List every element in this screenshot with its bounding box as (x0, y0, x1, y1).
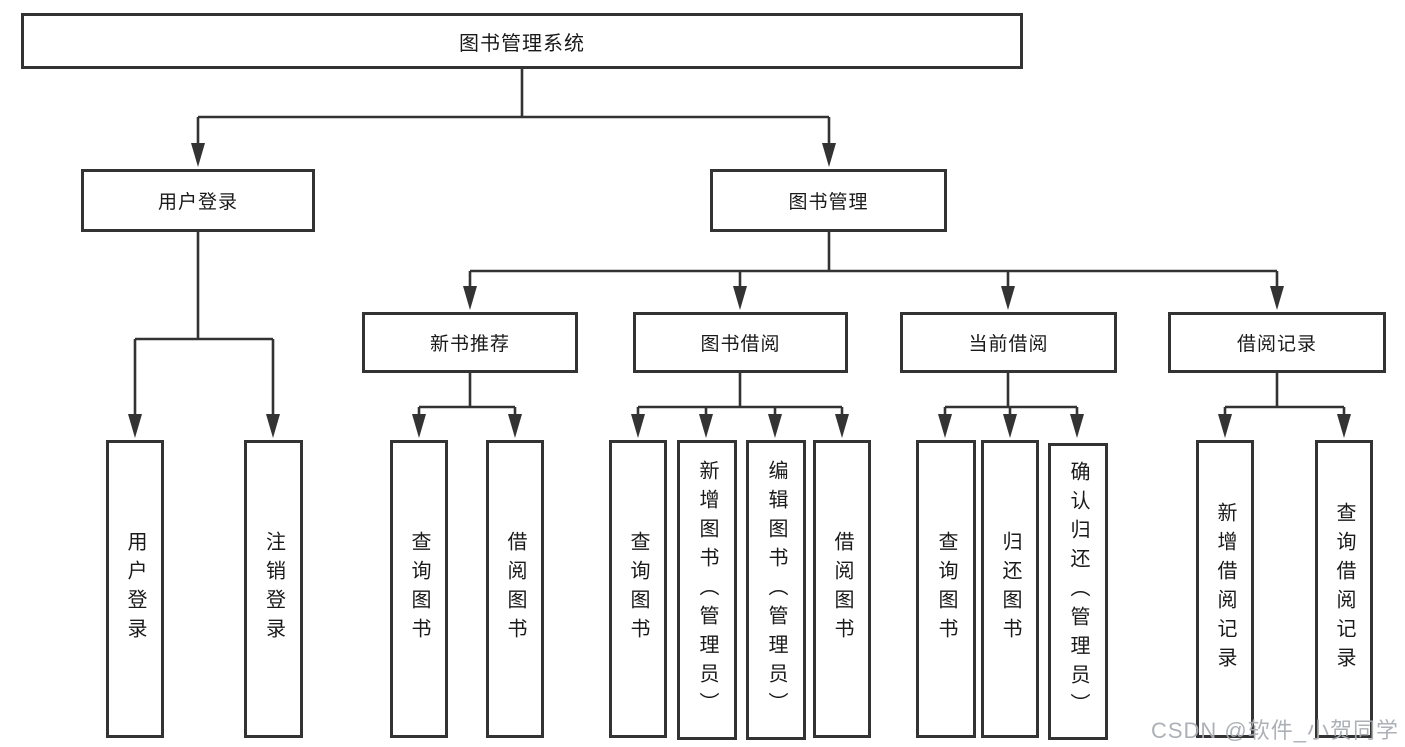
leaf-query-books-recommend-label: 查询图书 (408, 531, 430, 647)
leaf-borrow-books-recommend-label: 借阅图书 (504, 531, 526, 647)
leaf-user-login-label: 用户登录 (124, 531, 146, 647)
arrowhead (699, 414, 713, 438)
arrowhead (733, 286, 747, 310)
node-library-system: 图书管理系统 (21, 13, 1023, 69)
node-user-login-label: 用户登录 (157, 192, 238, 213)
leaf-add-books-admin: 新增图书（管理员） (677, 440, 737, 740)
arrowhead (1003, 414, 1017, 438)
leaf-add-books-admin-label: 新增图书（管理员） (696, 459, 718, 721)
leaf-borrow-books-recommend: 借阅图书 (486, 440, 544, 738)
leaf-query-borrow-record-label: 查询借阅记录 (1333, 502, 1355, 676)
node-book-borrowing: 图书借阅 (633, 312, 848, 373)
connector-bookborrow-to-leaves (636, 373, 844, 422)
node-borrowing-records-label: 借阅记录 (1236, 334, 1317, 355)
leaf-return-books: 归还图书 (981, 440, 1039, 738)
arrowhead (191, 143, 205, 167)
leaf-query-borrow-record: 查询借阅记录 (1315, 440, 1373, 738)
node-new-book-recommend: 新书推荐 (362, 312, 578, 373)
arrowhead (412, 414, 426, 438)
leaf-borrow-books-borrowing-label: 借阅图书 (831, 531, 853, 647)
leaf-add-borrow-record: 新增借阅记录 (1196, 440, 1254, 738)
node-borrowing-records: 借阅记录 (1168, 312, 1386, 373)
node-library-system-label: 图书管理系统 (459, 32, 585, 55)
leaf-confirm-return-admin-label: 确认归还（管理员） (1067, 461, 1089, 722)
arrowhead (1070, 414, 1084, 438)
leaf-logout-label: 注销登录 (262, 531, 285, 647)
node-user-login: 用户登录 (81, 169, 315, 232)
arrowhead (835, 414, 849, 438)
arrowhead (1218, 414, 1232, 438)
leaf-query-books-current: 查询图书 (916, 440, 976, 738)
node-new-book-recommend-label: 新书推荐 (429, 334, 510, 355)
arrowhead (128, 414, 142, 438)
leaf-edit-books-admin-label: 编辑图书（管理员） (765, 459, 787, 721)
arrowhead (822, 143, 836, 167)
arrowhead (508, 414, 522, 438)
arrowhead (1001, 286, 1015, 310)
leaf-logout: 注销登录 (244, 440, 303, 738)
leaf-query-books-current-label: 查询图书 (935, 531, 957, 647)
node-current-borrowing-label: 当前借阅 (968, 334, 1049, 355)
connector-bookmgmt-to-level3 (468, 232, 1279, 294)
connector-userlogin-to-leaves (133, 232, 275, 422)
arrowhead (938, 414, 952, 438)
arrowhead (463, 286, 477, 310)
node-book-management: 图书管理 (710, 169, 947, 232)
leaf-user-login: 用户登录 (106, 440, 164, 738)
connector-borrowrecord-to-leaves (1223, 373, 1346, 422)
connector-root-to-level2 (196, 69, 831, 151)
arrowhead (1270, 286, 1284, 310)
node-current-borrowing: 当前借阅 (900, 312, 1117, 373)
leaf-query-books-borrowing-label: 查询图书 (627, 531, 649, 647)
node-book-management-label: 图书管理 (788, 192, 869, 213)
leaf-return-books-label: 归还图书 (999, 531, 1021, 647)
node-book-borrowing-label: 图书借阅 (700, 334, 781, 355)
leaf-add-borrow-record-label: 新增借阅记录 (1214, 502, 1236, 676)
arrowhead (631, 414, 645, 438)
arrowhead (768, 414, 782, 438)
leaf-borrow-books-borrowing: 借阅图书 (813, 440, 871, 738)
arrowhead (1337, 414, 1351, 438)
leaf-query-books-recommend: 查询图书 (390, 440, 448, 738)
leaf-confirm-return-admin: 确认归还（管理员） (1048, 443, 1108, 740)
connector-newbook-to-leaves (417, 373, 517, 422)
leaf-query-books-borrowing: 查询图书 (609, 440, 667, 738)
arrowhead (266, 414, 280, 438)
leaf-edit-books-admin: 编辑图书（管理员） (746, 440, 806, 740)
